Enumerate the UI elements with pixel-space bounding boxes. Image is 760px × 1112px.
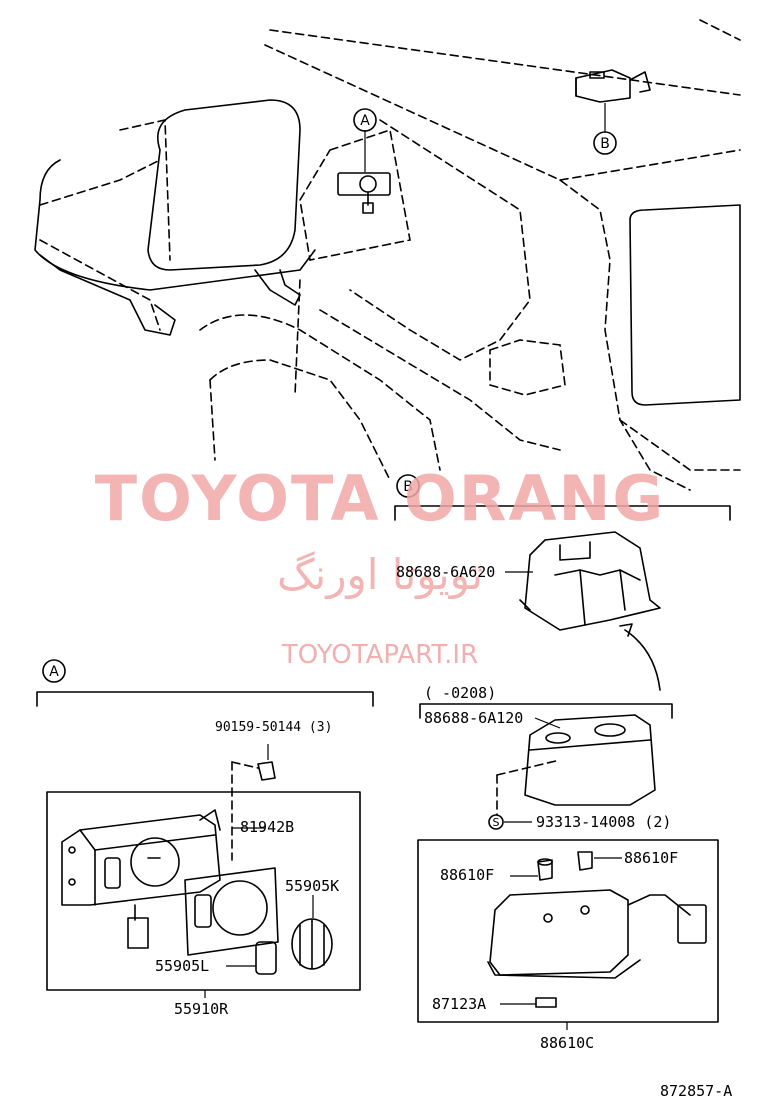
watermark-brand: TOYOTA ORANG (94, 462, 666, 535)
part-label-93313: 93313-14008 (2) (536, 813, 672, 831)
part-label-88610f-right: 88610F (624, 849, 679, 867)
vehicle-interior-outline (34, 19, 741, 491)
part-label-88688-6a620: 88688-6A620 (396, 563, 496, 581)
lamp-b-overview (575, 69, 651, 155)
part-label-55910r: 55910R (174, 1000, 229, 1018)
watermark-brand-persian: تویوتا اورنگ (276, 550, 484, 599)
part-label-55905l: 55905L (155, 957, 210, 975)
part-label-87123a: 87123A (432, 995, 487, 1013)
section-b (394, 474, 731, 691)
part-label-88688-6a120: 88688-6A120 (424, 709, 524, 727)
callout-s-mark: S (493, 816, 500, 829)
sub-bracket-0208 (419, 703, 673, 830)
part-label-88610c: 88610C (540, 1034, 595, 1052)
part-label-90159: 90159-50144 (3) (215, 720, 333, 735)
callout-b-top: B (600, 136, 610, 152)
diagram-code: 872857-A (660, 1082, 733, 1100)
lamp-assembly-box (417, 839, 719, 1030)
callout-a-top: A (360, 113, 370, 129)
watermark-url: TOYOTAPART.IR (281, 640, 479, 670)
part-label-81942b: 81942B (240, 818, 295, 836)
callout-a-section: A (49, 664, 59, 680)
section-a (36, 659, 374, 998)
part-label-range: ( -0208) (424, 684, 497, 702)
part-label-88610f-left: 88610F (440, 866, 495, 884)
part-label-55905k: 55905K (285, 877, 340, 895)
callout-b-section: B (403, 479, 413, 495)
